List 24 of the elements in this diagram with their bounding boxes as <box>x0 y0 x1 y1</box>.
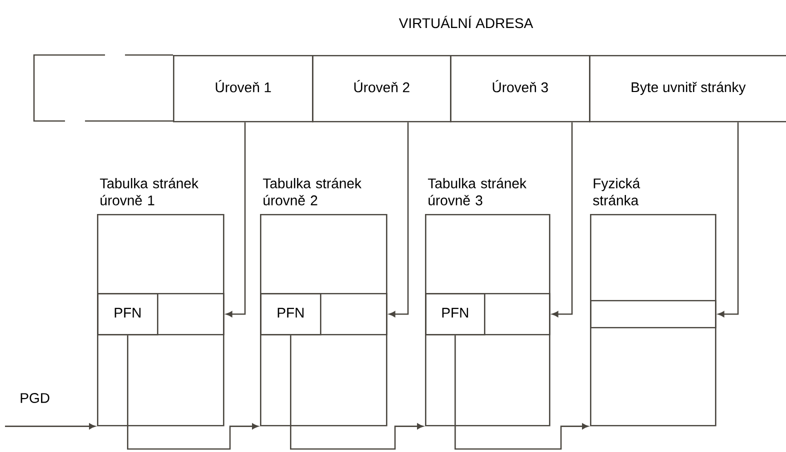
arrow <box>226 122 246 318</box>
table-entry <box>590 300 716 328</box>
pfn-field: PFN <box>260 293 322 336</box>
arrow <box>5 423 96 430</box>
page-table: Fyzická stránka <box>590 178 716 426</box>
pfn-field: PFN <box>97 293 158 336</box>
arrow <box>127 335 258 450</box>
node-label: Tabulka stránek úrovně 1 <box>100 178 198 206</box>
arrow <box>718 122 739 318</box>
arrow <box>552 122 573 318</box>
title: VIRTUÁLNÍ ADRESA <box>398 16 534 28</box>
edge-label: PGD <box>18 392 51 404</box>
arrow <box>454 335 588 450</box>
pfn-field: PFN <box>425 293 486 336</box>
node-label: Tabulka stránek úrovně 3 <box>428 178 526 206</box>
address-field <box>33 54 173 122</box>
address-field: Úroveň 2 <box>312 55 452 122</box>
address-field: Byte uvnitř stránky <box>589 55 786 122</box>
node-label: Tabulka stránek úrovně 2 <box>262 178 362 206</box>
arrow <box>290 335 424 450</box>
address-field: Úroveň 3 <box>450 55 590 122</box>
arrow <box>388 122 409 318</box>
address-field: Úroveň 1 <box>173 55 314 122</box>
node-label: Fyzická stránka <box>593 178 640 206</box>
